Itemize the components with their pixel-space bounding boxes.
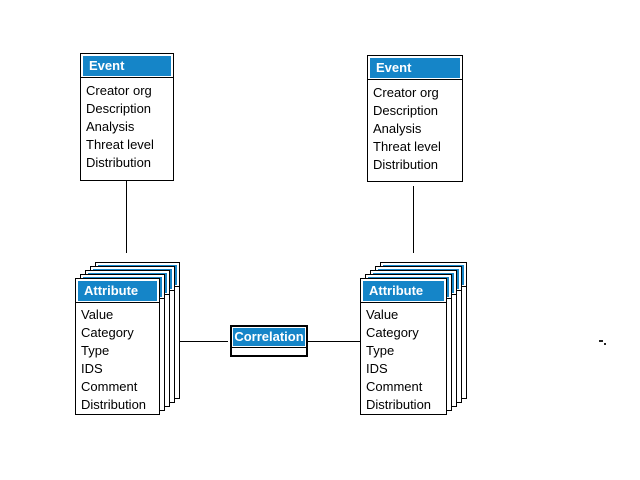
- attribute-header: Attribute: [78, 281, 157, 301]
- field-row: Distribution: [86, 155, 152, 170]
- field-row: IDS: [366, 361, 388, 376]
- header-divider: [361, 302, 446, 303]
- connector-attribute-correlation-right: [308, 341, 360, 342]
- field-row: Category: [366, 325, 419, 340]
- attribute-card-front: Attribute Value Category Type IDS Commen…: [360, 278, 447, 415]
- stray-mark: [599, 340, 607, 346]
- field-row: Type: [81, 343, 110, 358]
- header-divider: [368, 79, 462, 80]
- field-row: IDS: [81, 361, 103, 376]
- header-divider: [81, 77, 173, 78]
- field-row: Description: [86, 101, 152, 116]
- field-row: Distribution: [373, 157, 439, 172]
- attribute-card-front: Attribute Value Category Type IDS Commen…: [75, 278, 160, 415]
- event-box-left: Event Creator org Description Analysis T…: [80, 53, 174, 181]
- field-row: Value: [81, 307, 114, 322]
- event-fields: Creator org Description Analysis Threat …: [81, 78, 173, 172]
- connector-event-attribute-right: [413, 186, 414, 253]
- header-divider: [232, 347, 306, 348]
- field-row: Creator org: [86, 83, 152, 98]
- correlation-box: Correlation: [230, 325, 308, 357]
- field-row: Distribution: [366, 397, 432, 412]
- attribute-header: Attribute: [363, 281, 444, 301]
- field-row: Threat level: [86, 137, 154, 152]
- field-row: Comment: [81, 379, 138, 394]
- field-row: Comment: [366, 379, 423, 394]
- field-row: Analysis: [86, 119, 135, 134]
- event-box-right: Event Creator org Description Analysis T…: [367, 55, 463, 182]
- event-header: Event: [83, 56, 171, 76]
- field-row: Value: [366, 307, 399, 322]
- field-row: Description: [373, 103, 439, 118]
- field-row: Category: [81, 325, 134, 340]
- event-fields: Creator org Description Analysis Threat …: [368, 80, 462, 174]
- field-row: Distribution: [81, 397, 147, 412]
- attribute-fields: Value Category Type IDS Comment Distribu…: [76, 303, 159, 414]
- field-row: Threat level: [373, 139, 441, 154]
- field-row: Creator org: [373, 85, 439, 100]
- connector-attribute-correlation-left: [180, 341, 228, 342]
- attribute-fields: Value Category Type IDS Comment Distribu…: [361, 303, 446, 414]
- correlation-header: Correlation: [233, 328, 305, 346]
- connector-event-attribute-left: [126, 181, 127, 253]
- event-header: Event: [370, 58, 460, 78]
- field-row: Type: [366, 343, 395, 358]
- header-divider: [76, 302, 159, 303]
- field-row: Analysis: [373, 121, 422, 136]
